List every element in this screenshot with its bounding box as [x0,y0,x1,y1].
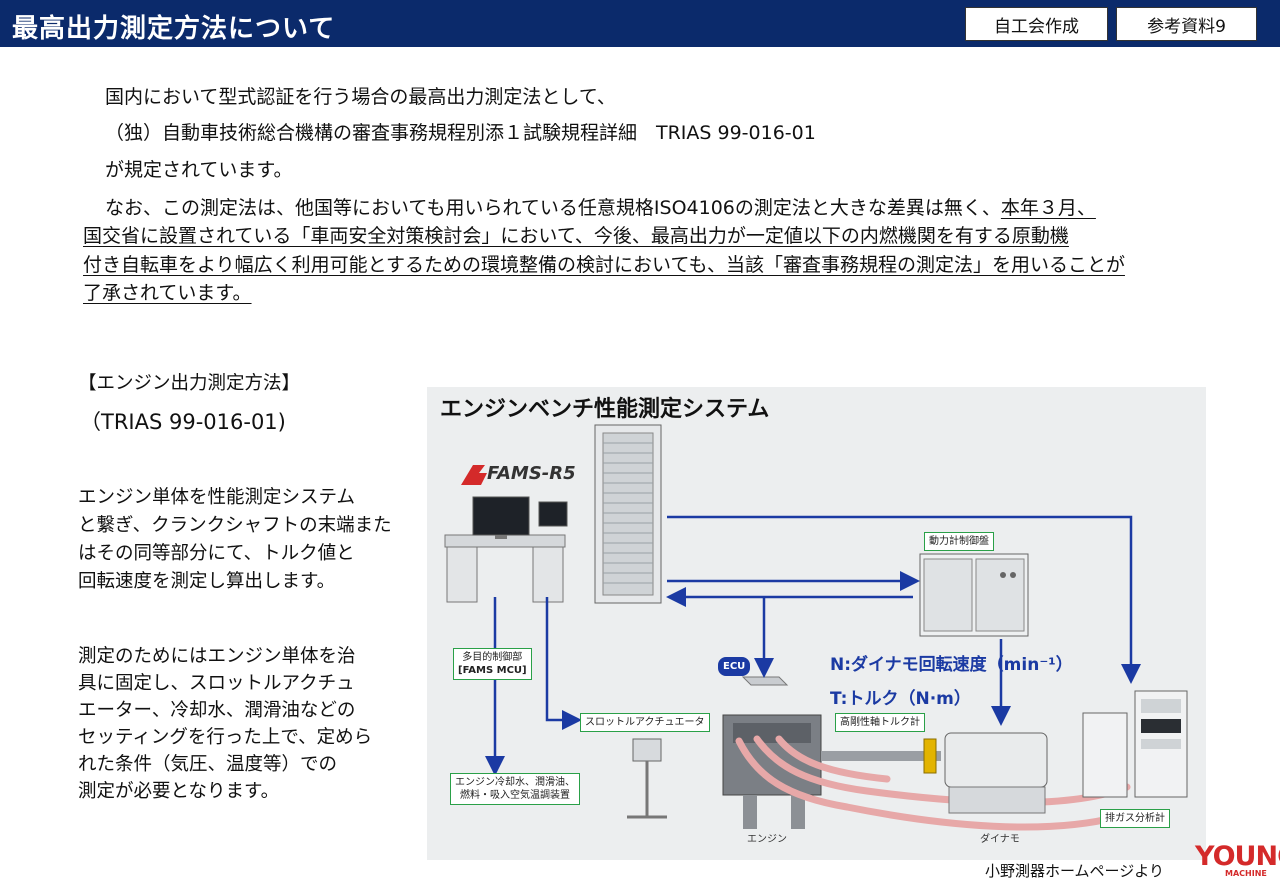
source-credit: 小野測器ホームページより [985,862,1164,880]
workstation-desk [444,496,568,603]
method-para-2-line-6: 測定が必要となります。 [78,781,280,802]
method-para-1-line-4: 回転速度を測定し算出します。 [78,571,336,592]
magazine-logo: YOUNG MACHINE [1195,843,1280,881]
throttle-actuator-unit [627,738,667,819]
method-para-2-line-1: 測定のためにはエンジン単体を治 [78,646,356,667]
logo-sub-text: MACHINE [1225,869,1267,878]
fams-logo-icon [461,465,487,485]
engine-bench-diagram [427,387,1206,860]
method-para-2-line-3: エーター、冷却水、潤滑油などの [78,700,356,721]
conditioner-label-line-1: エンジン冷却水、潤滑油、 [455,777,575,788]
ecu-label: ECU [718,657,751,676]
diagram-illustration [444,424,1188,831]
diagram-title: エンジンベンチ性能測定システム [440,397,770,422]
page-title: 最高出力測定方法について [12,14,336,44]
method-para-1-line-1: エンジン単体を性能測定システム [78,487,355,508]
ecu-unit [741,676,789,686]
intro-line-7: 了承されています。 [83,282,252,304]
throttle-label: スロットルアクチュエータ [580,713,710,732]
mcu-label-line-2: [FAMS MCU] [458,665,527,676]
author-tag: 自工会作成 [965,7,1108,41]
method-para-2-line-5: れた条件（気圧、温度等）での [78,754,338,775]
drive-shaft [821,738,941,774]
method-subheading: （TRIAS 99-016-01) [80,410,286,434]
torque-meter-label: 高剛性軸トルク計 [835,713,925,732]
method-para-1-line-3: はその同等部分にて、トルク値と [78,543,355,564]
intro-line-4: なお、この測定法は、他国等においても用いられている任意規格ISO4106の測定法… [105,193,1096,223]
conditioner-label: エンジン冷却水、潤滑油、 燃料・吸入空気温調装置 [450,773,580,805]
reference-tag: 参考資料9 [1116,7,1257,41]
engine-caption: エンジン [747,834,787,845]
dyno-control-cabinet [919,553,1029,637]
intro-line-4-plain: なお、この測定法は、他国等においても用いられている任意規格ISO4106の測定法… [105,197,1001,219]
method-heading: 【エンジン出力測定方法】 [78,373,301,394]
mcu-label: 多目的制御部 [FAMS MCU] [453,648,532,680]
method-para-2-line-2: 具に固定し、スロットルアクチュ [78,673,355,694]
intro-line-4-underlined: 本年３月、 [1000,197,1096,219]
intro-line-2: （独）自動車技術総合機構の審査事務規程別添１試験規程詳細 TRIAS 99-01… [105,122,816,144]
intro-line-5: 国交省に設置されている「車両安全対策検討会」において、今後、最高出力が一定値以下… [83,225,1069,247]
intro-line-1: 国内において型式認証を行う場合の最高出力測定法として、 [105,86,616,108]
intro-line-3: が規定されています。 [105,159,293,181]
method-para-1-line-2: と繋ぎ、クランクシャフトの末端また [78,515,392,536]
signal-arrows [485,515,1141,776]
exhaust-analyzer-label: 排ガス分析計 [1100,809,1170,828]
logo-main-text: YOUNG [1195,841,1280,872]
measurement-rack [594,424,662,604]
engine-unit [722,714,822,829]
mcu-label-line-1: 多目的制御部 [462,652,523,663]
torque-label: T:トルク（N·m） [830,689,971,709]
intro-line-6: 付き自転車をより幅広く利用可能とするための環境整備の検討においても、当該「審査事… [83,254,1125,276]
method-para-2-line-4: セッティングを行った上で、定めら [78,727,373,748]
dyno-caption: ダイナモ [980,834,1020,845]
speed-label: N:ダイナモ回転速度（min⁻¹） [830,655,1073,675]
fams-brand: FAMS-R5 [487,463,576,484]
exhaust-pipes [735,735,1131,831]
conditioner-label-line-2: 燃料・吸入空気温調装置 [460,790,570,801]
dynamometer-unit [944,732,1048,814]
dyno-control-label: 動力計制御盤 [924,532,994,551]
exhaust-analyzer-unit [1082,690,1188,798]
